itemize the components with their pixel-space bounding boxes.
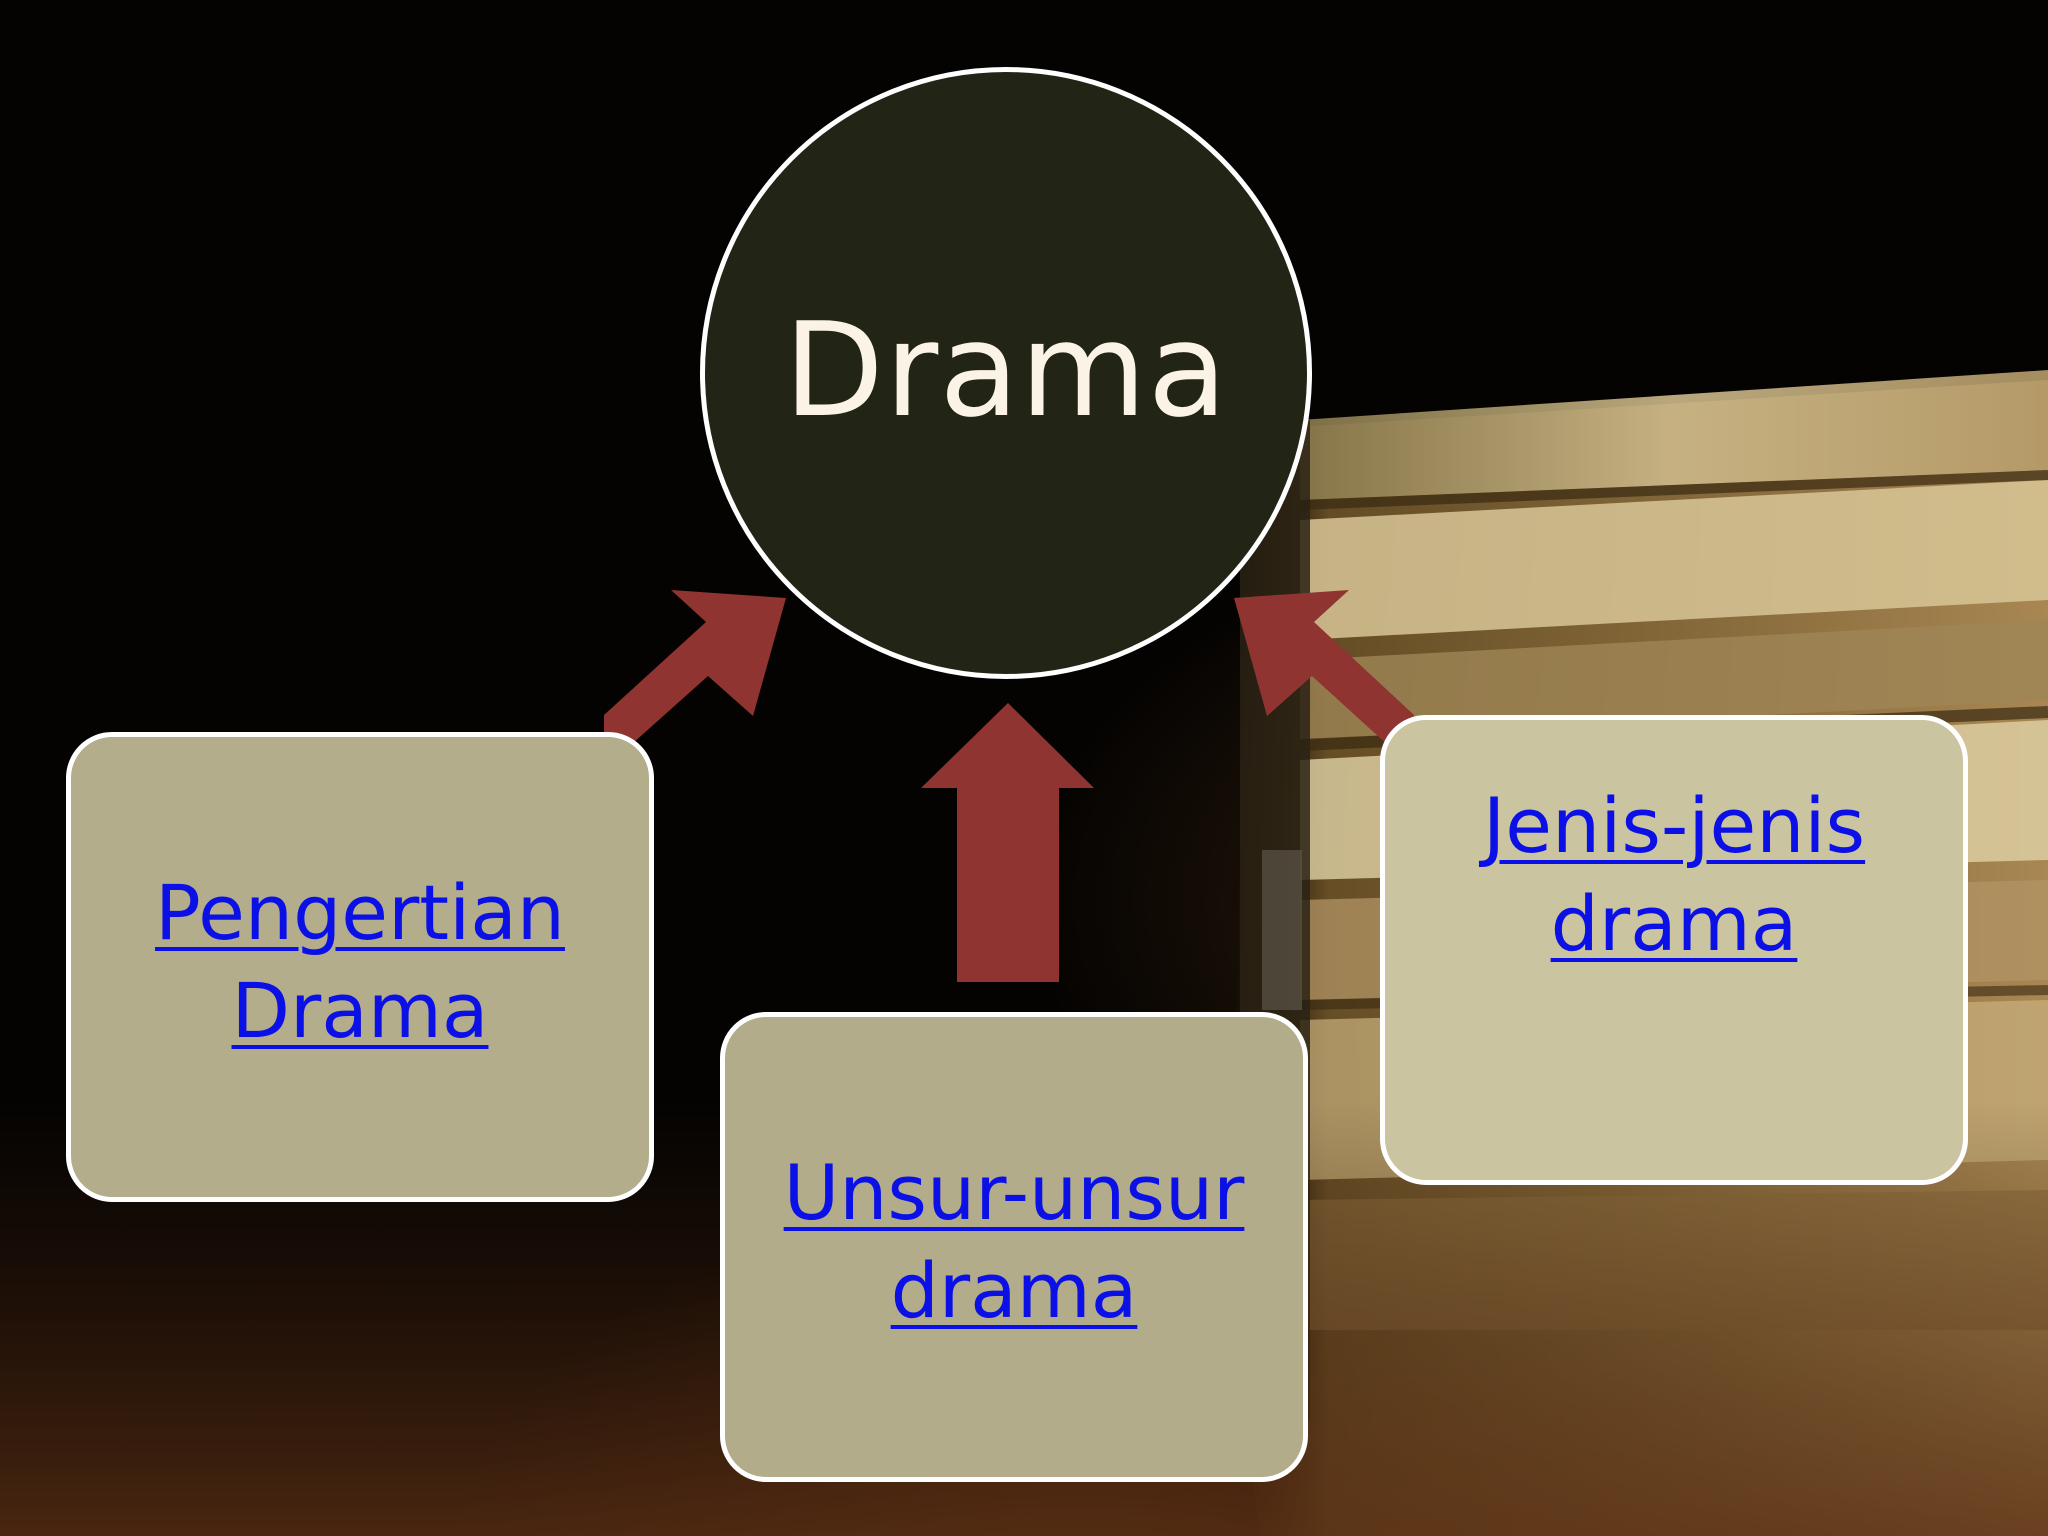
unsur-unsur-drama-box[interactable]: Unsur-unsur drama [720,1012,1308,1482]
link-line-1: Jenis-jenis [1482,781,1866,870]
link-line-1: Pengertian [155,868,565,957]
link-line-1: Unsur-unsur [783,1148,1245,1237]
pengertian-drama-link[interactable]: Pengertian Drama [155,864,565,1060]
link-line-2: Drama [231,966,489,1055]
link-line-2: drama [890,1246,1138,1335]
arrow-left-icon [604,590,786,769]
drama-circle: Drama [700,67,1312,679]
jenis-jenis-drama-box[interactable]: Jenis-jenis drama [1380,715,1968,1185]
center-title: Drama [783,294,1229,446]
unsur-unsur-drama-link[interactable]: Unsur-unsur drama [784,1144,1245,1340]
jenis-jenis-drama-link[interactable]: Jenis-jenis drama [1483,777,1865,973]
arrow-right-icon [1234,590,1414,769]
pengertian-drama-box[interactable]: Pengertian Drama [66,732,654,1202]
arrow-middle-icon [921,703,1094,982]
link-line-2: drama [1550,879,1798,968]
